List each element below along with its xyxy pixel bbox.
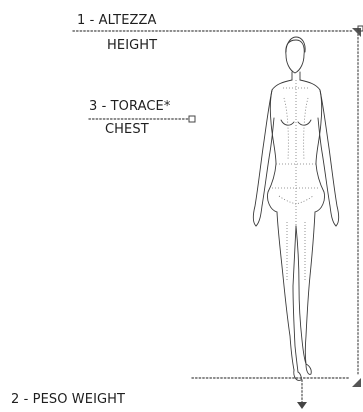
height-guide	[73, 31, 358, 376]
chest-marker-icon	[189, 116, 195, 122]
height-arrow-bottom-icon	[352, 378, 361, 387]
weight-arrow-icon	[297, 402, 307, 409]
weight-guide	[192, 378, 350, 403]
female-figure-outline	[253, 37, 339, 380]
height-arrow-top-icon	[352, 28, 361, 37]
